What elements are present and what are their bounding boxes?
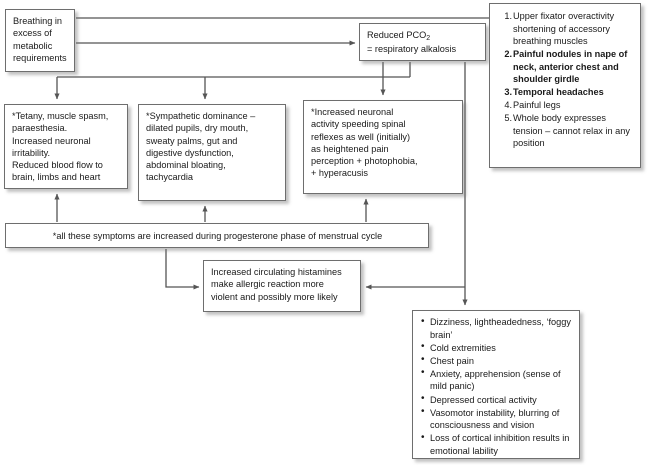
bullet-icon: • — [421, 354, 425, 366]
neuronal-line-2: activity speeding spinal — [311, 119, 406, 130]
tetany-line-2: paraesthesia. — [12, 123, 68, 134]
list-item: 4. Painful legs — [494, 99, 634, 112]
list-item: • Cold extremities — [417, 341, 573, 355]
numbered-list: 1. Upper fixator overactivity shortening… — [494, 10, 634, 150]
sympathetic-dominance-box: *Sympathetic dominance – dilated pupils,… — [138, 104, 286, 201]
bullet-icon: • — [421, 341, 425, 353]
neuronal-line-4: as heightened pain — [311, 143, 389, 154]
breathing-line-4: requirements — [13, 52, 67, 63]
breathing-in-excess-box: Breathing in excess of metabolic require… — [5, 9, 75, 72]
list-item: • Anxiety, apprehension (sense of mild p… — [417, 367, 573, 393]
tetany-line-4: irritability. — [12, 147, 51, 158]
sympathetic-line-5: abdominal bloating, — [146, 160, 226, 171]
histamine-line-3: violent and possibly more likely — [211, 291, 338, 302]
list-item: 1. Upper fixator overactivity shortening… — [494, 10, 634, 48]
tetany-line-6: brain, limbs and heart — [12, 172, 101, 183]
item-text: Temporal headaches — [513, 87, 604, 97]
pco2-line-2: = respiratory alkalosis — [367, 44, 457, 55]
item-text: Vasomotor instability, blurring of consc… — [430, 407, 560, 431]
list-item: • Dizziness, lightheadedness, ‘foggy bra… — [417, 316, 573, 341]
neuronal-line-5: perception + photophobia, — [311, 156, 418, 167]
bullet-icon: • — [421, 406, 425, 418]
item-text: Chest pain — [430, 355, 474, 366]
progesterone-note-band: *all these symptoms are increased during… — [5, 223, 429, 248]
list-item: • Depressed cortical activity — [417, 393, 573, 407]
breathing-line-2: excess of — [13, 28, 52, 39]
breathing-line-1: Breathing in — [13, 16, 63, 26]
sympathetic-line-1: *Sympathetic dominance – — [146, 111, 256, 121]
item-number: 4. — [504, 100, 512, 110]
list-item: • Chest pain — [417, 354, 573, 368]
tetany-line-3: Increased neuronal — [12, 135, 91, 146]
histamine-line-2: make allergic reaction more — [211, 279, 324, 290]
increased-histamines-box: Increased circulating histamines make al… — [203, 260, 361, 312]
item-text: Loss of cortical inhibition results in e… — [430, 433, 570, 456]
item-number: 1. — [504, 11, 512, 21]
sympathetic-line-6: tachycardia — [146, 172, 193, 183]
bullet-icon: • — [421, 431, 425, 443]
item-text: Dizziness, lightheadedness, ‘foggy brain… — [430, 317, 571, 340]
neuronal-line-1: *Increased neuronal — [311, 107, 394, 117]
item-text: Depressed cortical activity — [430, 394, 537, 405]
wire-band-to-histamine — [165, 249, 200, 290]
sympathetic-line-2: dilated pupils, dry mouth, — [146, 123, 249, 134]
item-text: Painful legs — [513, 100, 561, 110]
cerebral-symptoms-box: • Dizziness, lightheadedness, ‘foggy bra… — [412, 310, 580, 459]
symptom-bullet-list: • Dizziness, lightheadedness, ‘foggy bra… — [417, 316, 573, 458]
sympathetic-line-4: digestive dysfunction, — [146, 147, 234, 158]
item-text: Painful nodules in nape of neck, anterio… — [513, 49, 628, 84]
list-item: 2. Painful nodules in nape of neck, ante… — [494, 48, 634, 86]
item-text: Upper fixator overactivity shortening of… — [513, 11, 615, 46]
item-number: 5. — [504, 113, 512, 123]
tetany-line-5: Reduced blood flow to — [12, 160, 103, 171]
bullet-icon: • — [421, 393, 425, 405]
histamine-line-1: Increased circulating histamines — [211, 267, 342, 277]
pco2-subscript: 2 — [426, 35, 431, 42]
list-item: 3. Temporal headaches — [494, 86, 634, 99]
bullet-icon: • — [421, 367, 425, 379]
upper-fixator-list-box: 1. Upper fixator overactivity shortening… — [489, 3, 641, 168]
item-number: 3. — [504, 87, 512, 97]
list-item: 5. Whole body expresses tension – cannot… — [494, 112, 634, 150]
pco2-line-1: Reduced PCO2 — [367, 29, 479, 43]
pco2-label: Reduced PCO — [367, 30, 427, 40]
reduced-pco2-box: Reduced PCO2 = respiratory alkalosis — [359, 23, 486, 61]
item-text: Anxiety, apprehension (sense of mild pan… — [430, 368, 561, 392]
tetany-box: *Tetany, muscle spasm, paraesthesia. Inc… — [4, 104, 128, 189]
breathing-line-3: metabolic — [13, 40, 53, 51]
neuronal-line-6: + hyperacusis — [311, 168, 368, 179]
list-item: • Vasomotor instability, blurring of con… — [417, 406, 573, 432]
item-text: Whole body expresses tension – cannot re… — [513, 113, 630, 148]
sympathetic-line-3: sweaty palms, gut and — [146, 135, 238, 146]
tetany-line-1: *Tetany, muscle spasm, — [12, 111, 109, 121]
band-text: *all these symptoms are increased during… — [52, 231, 383, 241]
bullet-icon: • — [421, 315, 425, 327]
item-number: 2. — [504, 49, 512, 59]
list-item: • Loss of cortical inhibition results in… — [417, 432, 573, 457]
item-text: Cold extremities — [430, 342, 496, 353]
neuronal-line-3: reflexes as well (initially) — [311, 131, 411, 142]
increased-neuronal-activity-box: *Increased neuronal activity speeding sp… — [303, 100, 463, 194]
